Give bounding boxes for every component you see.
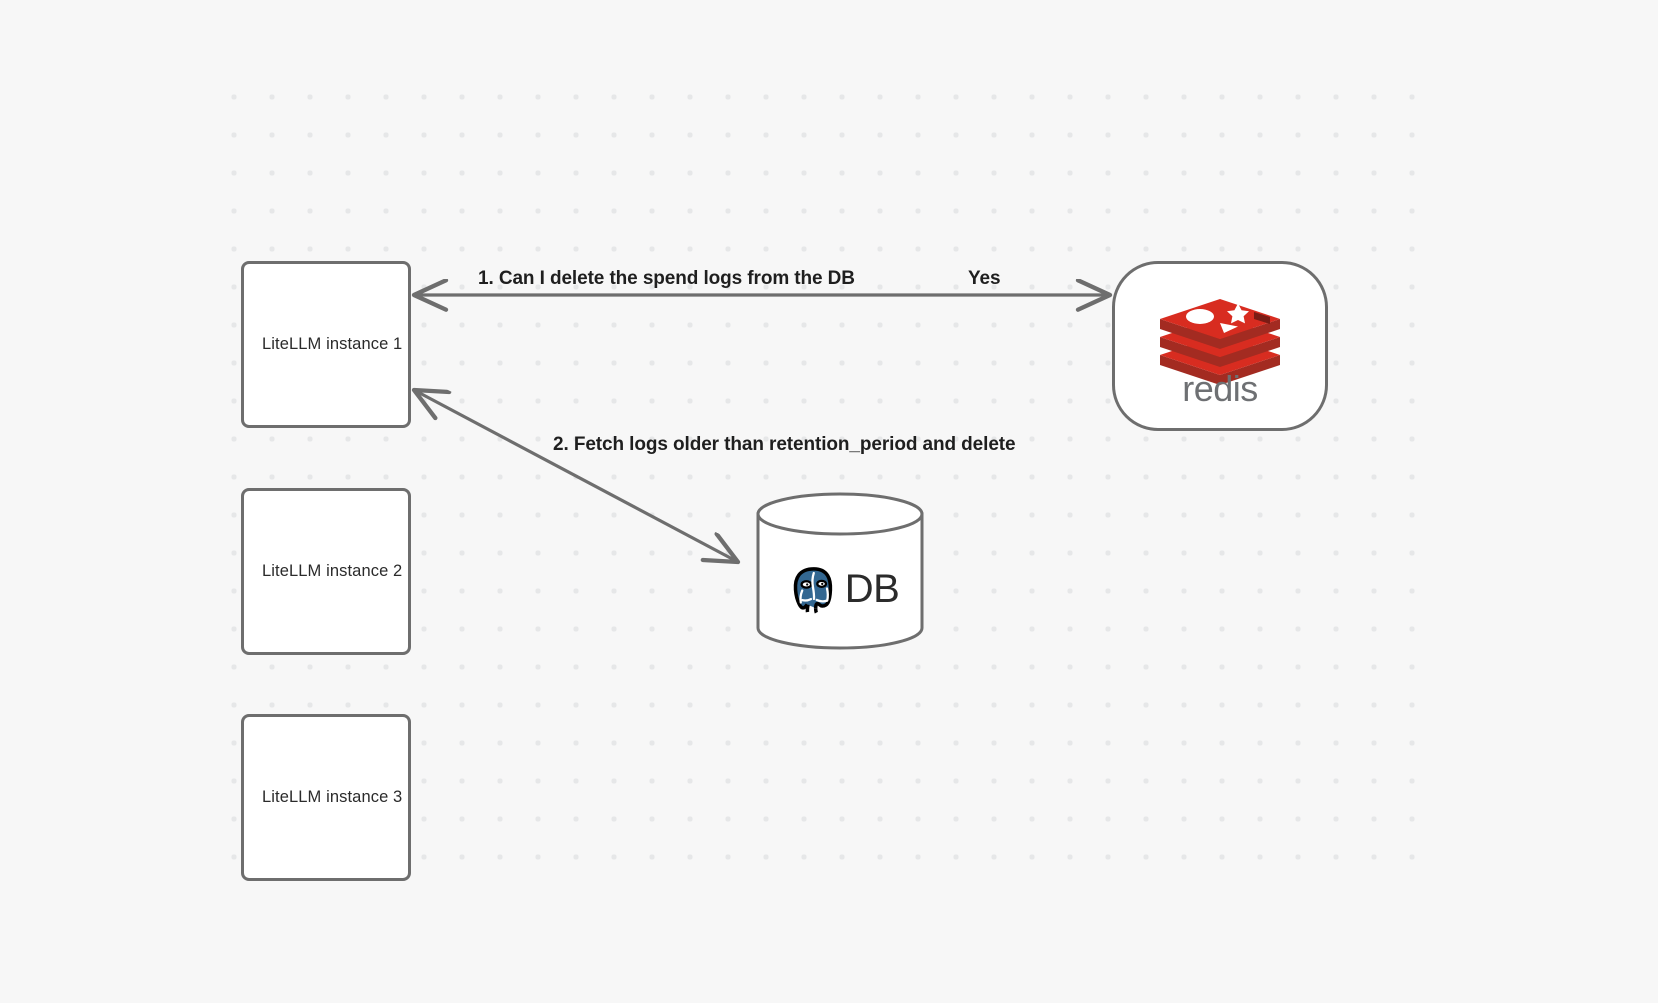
node-label-litellm-instance-1: LiteLLM instance 1: [262, 335, 403, 353]
node-redis[interactable]: redis: [1112, 261, 1328, 431]
node-database[interactable]: DB: [755, 492, 925, 650]
edge-litellm1-database: [414, 390, 738, 562]
redis-logo-icon: redis: [1160, 299, 1280, 407]
node-label-litellm-instance-3: LiteLLM instance 3: [262, 788, 403, 806]
node-litellm-instance-2[interactable]: LiteLLM instance 2: [241, 488, 411, 655]
node-label-litellm-instance-2: LiteLLM instance 2: [262, 562, 403, 580]
node-litellm-instance-3[interactable]: LiteLLM instance 3: [241, 714, 411, 881]
database-label: DB: [844, 567, 900, 611]
postgresql-elephant-icon: [793, 567, 832, 614]
database-logo-group: DB: [755, 534, 925, 644]
svg-text:redis: redis: [1182, 368, 1258, 407]
edge-label-step-1: 1. Can I delete the spend logs from the …: [478, 268, 855, 289]
edge-label-redis-reply: Yes: [968, 268, 1001, 289]
database-cylinder-shape: [756, 492, 924, 650]
node-litellm-instance-1[interactable]: LiteLLM instance 1: [241, 261, 411, 428]
edge-label-step-2: 2. Fetch logs older than retention_perio…: [553, 434, 1016, 455]
